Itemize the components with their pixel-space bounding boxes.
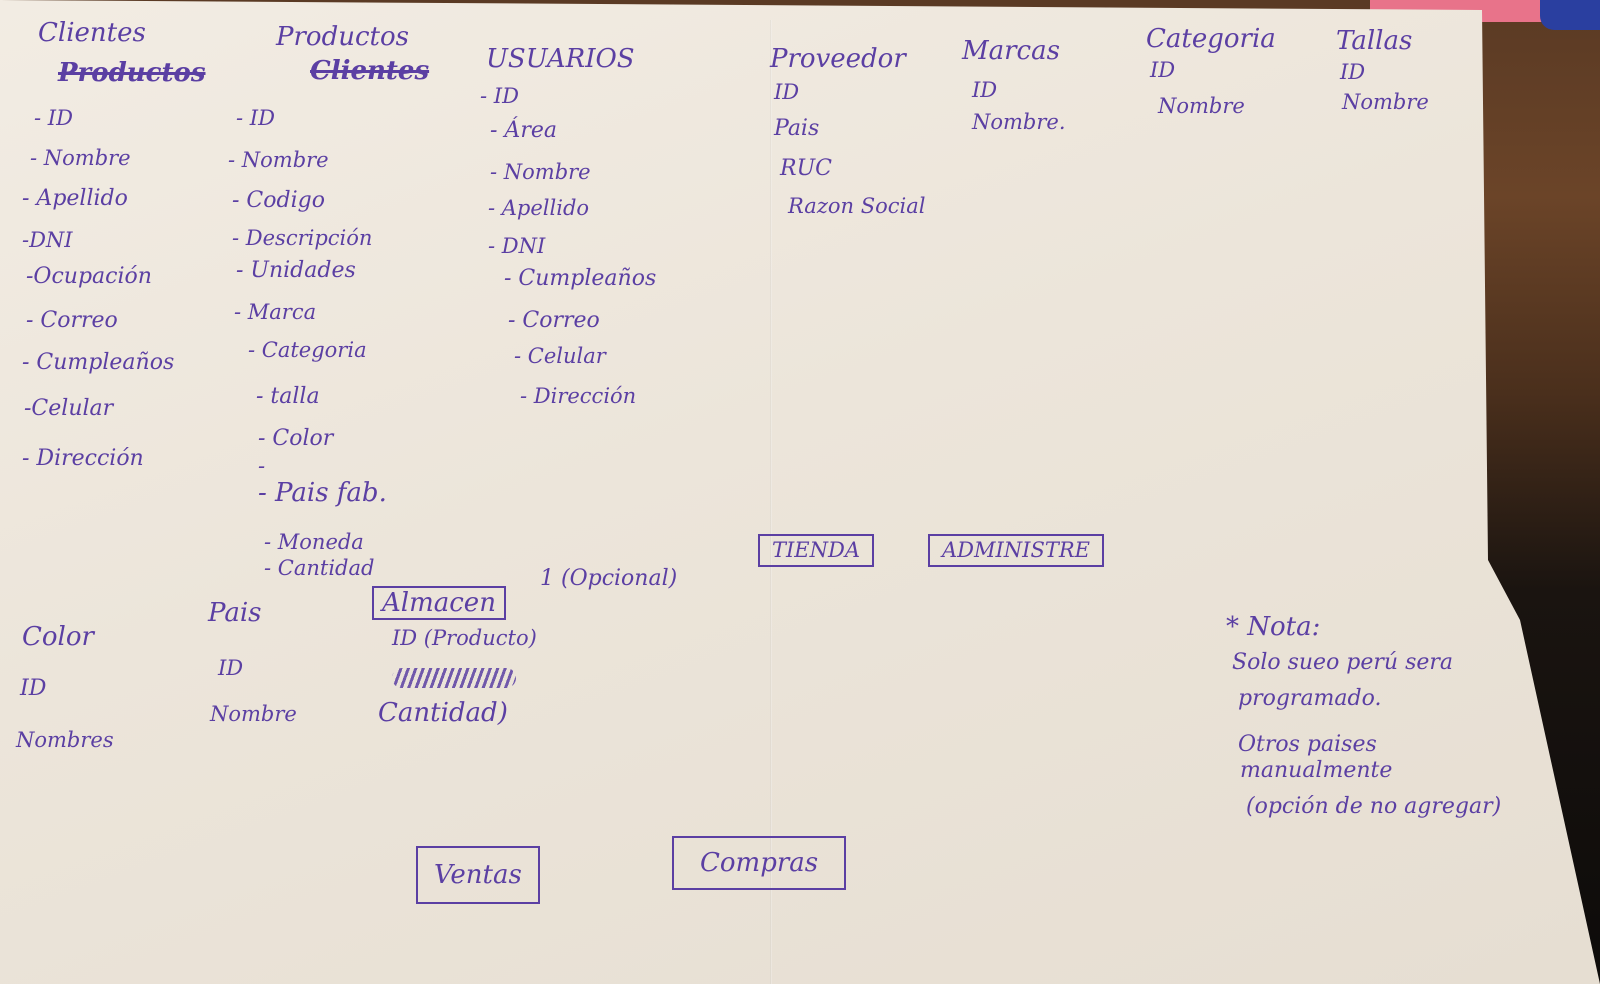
productos-title: Productos	[276, 22, 409, 52]
productos-field: - Unidades	[236, 258, 356, 283]
proveedor-field: Razon Social	[788, 194, 926, 218]
usuarios-field: - Nombre	[490, 160, 591, 184]
color-field: ID	[20, 676, 47, 701]
tallas-field: ID	[1340, 60, 1366, 84]
usuarios-field: - Dirección	[520, 384, 637, 408]
productos-field: - talla	[256, 384, 320, 409]
clientes-field: -Ocupación	[26, 264, 152, 289]
marcas-title: Marcas	[962, 36, 1060, 66]
nota-line: (opción de no agregar)	[1246, 794, 1502, 819]
productos-field: - Moneda	[264, 530, 364, 554]
usuarios-field: - ID	[480, 84, 519, 108]
almacen-suffix: 1 (Opcional)	[540, 566, 678, 591]
proveedor-title: Proveedor	[770, 44, 906, 74]
categoria-field: Nombre	[1158, 94, 1245, 118]
nota-title: * Nota:	[1226, 612, 1321, 642]
productos-field: - Cantidad	[264, 556, 375, 580]
clientes-field: -DNI	[22, 228, 73, 252]
clientes-crossed-word: Productos	[58, 58, 206, 88]
almacen-field: Cantidad)	[378, 698, 508, 728]
clientes-field: - Apellido	[22, 186, 128, 211]
color-field: Nombres	[16, 728, 114, 752]
almacen-title: Almacen	[372, 586, 506, 620]
productos-field: - Categoria	[248, 338, 367, 362]
usuarios-field: - Cumpleaños	[504, 266, 657, 291]
ventas-box: Ventas	[416, 846, 540, 904]
almacen-field: ID (Producto)	[392, 626, 537, 650]
productos-field: -	[258, 454, 266, 478]
productos-field: - Nombre	[228, 148, 329, 172]
usuarios-field: - Correo	[508, 308, 600, 333]
compras-box: Compras	[672, 836, 847, 890]
tallas-title: Tallas	[1336, 26, 1413, 56]
pen	[1540, 0, 1600, 30]
clientes-field: - Nombre	[30, 146, 131, 170]
usuarios-field: - Apellido	[488, 196, 590, 220]
nota-line: programado.	[1238, 686, 1382, 711]
tallas-field: Nombre	[1342, 90, 1429, 114]
productos-field: - Color	[258, 426, 334, 451]
marcas-field: Nombre.	[972, 110, 1066, 134]
clientes-field: - Cumpleaños	[22, 350, 175, 375]
productos-field: - ID	[236, 106, 275, 130]
pais-title: Pais	[208, 598, 262, 628]
pais-field: ID	[218, 656, 244, 680]
paper-fold	[770, 20, 772, 984]
clientes-field: - ID	[34, 106, 73, 130]
productos-field: - Pais fab.	[258, 478, 387, 508]
nota-line: Solo sueo perú sera	[1232, 650, 1454, 675]
usuarios-field: - Celular	[514, 344, 606, 368]
pais-field: Nombre	[210, 702, 297, 726]
tienda-box: TIENDA	[758, 534, 875, 567]
proveedor-field: Pais	[774, 116, 820, 141]
productos-field: - Marca	[234, 300, 317, 324]
clientes-title: Clientes	[38, 18, 146, 48]
marcas-field: ID	[972, 78, 998, 102]
usuarios-field: - Área	[490, 118, 557, 143]
productos-crossed-word: Clientes	[310, 56, 430, 86]
nota-line: Otros paises	[1238, 732, 1377, 757]
usuarios-title: USUARIOS	[486, 44, 635, 74]
nota-line: manualmente	[1240, 758, 1393, 783]
proveedor-field: ID	[774, 80, 800, 104]
clientes-field: - Dirección	[22, 446, 144, 471]
administre-box: ADMINISTRE	[928, 534, 1105, 567]
scribbled-out-word	[392, 668, 516, 688]
productos-field: - Descripción	[232, 226, 373, 250]
proveedor-field: RUC	[780, 156, 832, 181]
clientes-field: -Celular	[24, 396, 114, 421]
categoria-field: ID	[1150, 58, 1176, 82]
color-title: Color	[22, 622, 94, 652]
categoria-title: Categoria	[1146, 24, 1276, 54]
productos-field: - Codigo	[232, 188, 325, 213]
clientes-field: - Correo	[26, 308, 118, 333]
usuarios-field: - DNI	[488, 234, 546, 258]
